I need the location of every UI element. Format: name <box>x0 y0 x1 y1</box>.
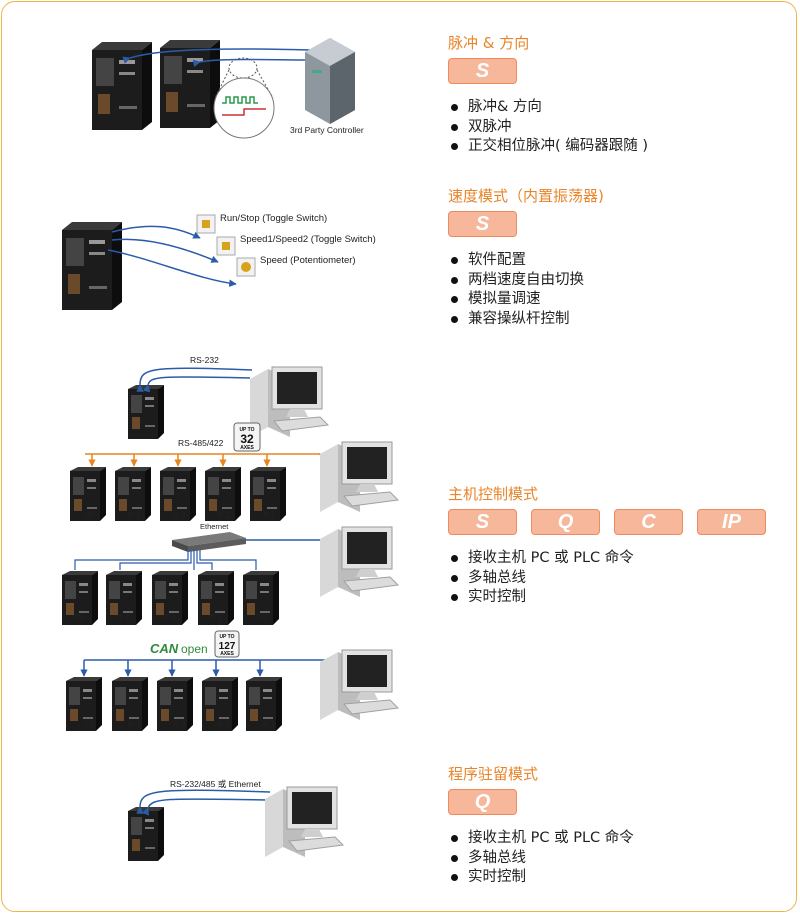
list-item: 多轴总线 <box>448 849 793 869</box>
svg-text:# 4: # 4 <box>128 510 141 520</box>
svg-text:# 1: # 1 <box>263 719 276 729</box>
svg-text:AXES: AXES <box>220 651 234 657</box>
bullet-list: 接收主机 PC 或 PLC 命令 多轴总线 实时控制 <box>448 549 793 608</box>
canopen-can: CAN <box>150 641 179 656</box>
rs485-label: RS-485/422 <box>178 438 224 448</box>
list-item: 双脉冲 <box>448 118 793 138</box>
list-item: 两档速度自由切换 <box>448 271 793 291</box>
svg-text:#5: #5 <box>75 612 85 622</box>
bullet-list: 软件配置 两档速度自由切换 模拟量调速 兼容操纵杆控制 <box>448 251 793 329</box>
list-item: 脉冲& 方向 <box>448 98 793 118</box>
rs232-diagram: RS-232 <box>128 355 329 439</box>
svg-text:# 2: # 2 <box>209 612 222 622</box>
section-title: 主机控制模式 <box>448 485 539 503</box>
badge-q: Q <box>448 789 517 815</box>
speed-pot-label: Speed (Potentiometer) <box>260 255 356 266</box>
section-velocity-mode: 速度模式（内置振荡器) S 软件配置 两档速度自由切换 模拟量调速 兼容操纵杆控… <box>448 185 793 329</box>
svg-text:UP TO: UP TO <box>239 427 254 433</box>
svg-text:UP TO: UP TO <box>219 634 234 640</box>
ethernet-label: Ethernet <box>200 522 229 531</box>
velocity-mode-diagram: Run/Stop (Toggle Switch) Speed1/Speed2 (… <box>62 213 376 310</box>
svg-text:# 1: # 1 <box>255 612 268 622</box>
list-item: 接收主机 PC 或 PLC 命令 <box>448 829 793 849</box>
badge-row: S Q C IP <box>448 509 793 535</box>
list-item: 实时控制 <box>448 868 793 888</box>
svg-text:# 4: # 4 <box>128 719 141 729</box>
rs232-label: RS-232 <box>190 355 219 365</box>
svg-text:# 3: # 3 <box>173 510 186 520</box>
badge-row: S <box>448 58 793 84</box>
program-resident-diagram: RS-232/485 或 Ethernet <box>128 779 344 861</box>
svg-text:#5: #5 <box>85 510 95 520</box>
list-item: 软件配置 <box>448 251 793 271</box>
list-item: 多轴总线 <box>448 569 793 589</box>
diagram-canvas: 3rd Party Controller Run/Stop (Toggle Sw… <box>62 38 399 861</box>
controller-label: 3rd Party Controller <box>290 125 364 135</box>
canopen-diagram: CAN open UP TO 127 AXES #5 # 4 # 3 # 2 #… <box>66 630 399 731</box>
bullet-list: 脉冲& 方向 双脉冲 正交相位脉冲( 编码器跟随 ) <box>448 98 793 157</box>
speed12-label: Speed1/Speed2 (Toggle Switch) <box>240 234 376 245</box>
rs485-diagram: RS-485/422 UP TO 32 AXES #5 # 4 # 3 # 2 … <box>70 422 399 521</box>
svg-text:127: 127 <box>219 641 236 652</box>
svg-text:AXES: AXES <box>240 445 254 451</box>
svg-text:# 1: # 1 <box>263 510 276 520</box>
run-stop-label: Run/Stop (Toggle Switch) <box>220 213 327 224</box>
svg-text:# 2: # 2 <box>218 719 231 729</box>
svg-text:32: 32 <box>240 432 254 446</box>
section-title: 脉冲 & 方向 <box>448 34 530 52</box>
badge-s: S <box>448 211 517 237</box>
pulse-direction-diagram: 3rd Party Controller <box>92 38 364 139</box>
badge-s: S <box>448 509 517 535</box>
list-item: 正交相位脉冲( 编码器跟随 ) <box>448 137 793 157</box>
ethernet-diagram: Ethernet #5 # 4 # 3 # 2 # 1 <box>62 522 399 625</box>
list-item: 实时控制 <box>448 588 793 608</box>
badge-row: Q <box>448 789 793 815</box>
svg-text:#5: #5 <box>85 719 95 729</box>
rs232-485-eth-label: RS-232/485 或 Ethernet <box>170 779 261 789</box>
section-host-control: 主机控制模式 S Q C IP 接收主机 PC 或 PLC 命令 多轴总线 实时… <box>448 483 793 608</box>
bullet-list: 接收主机 PC 或 PLC 命令 多轴总线 实时控制 <box>448 829 793 888</box>
svg-text:# 4: # 4 <box>117 612 130 622</box>
badge-s: S <box>448 58 517 84</box>
svg-text:# 3: # 3 <box>163 612 176 622</box>
list-item: 模拟量调速 <box>448 290 793 310</box>
canopen-open: open <box>181 642 208 656</box>
badge-row: S <box>448 211 793 237</box>
list-item: 接收主机 PC 或 PLC 命令 <box>448 549 793 569</box>
badge-ip: IP <box>697 509 766 535</box>
badge-c: C <box>614 509 683 535</box>
section-program-resident: 程序驻留模式 Q 接收主机 PC 或 PLC 命令 多轴总线 实时控制 <box>448 763 793 888</box>
section-pulse-direction: 脉冲 & 方向 S 脉冲& 方向 双脉冲 正交相位脉冲( 编码器跟随 ) <box>448 32 793 157</box>
badge-q: Q <box>531 509 600 535</box>
section-title: 程序驻留模式 <box>448 765 539 783</box>
svg-text:# 3: # 3 <box>173 719 186 729</box>
svg-text:# 2: # 2 <box>218 510 231 520</box>
list-item: 兼容操纵杆控制 <box>448 310 793 330</box>
section-title: 速度模式（内置振荡器) <box>448 187 604 205</box>
